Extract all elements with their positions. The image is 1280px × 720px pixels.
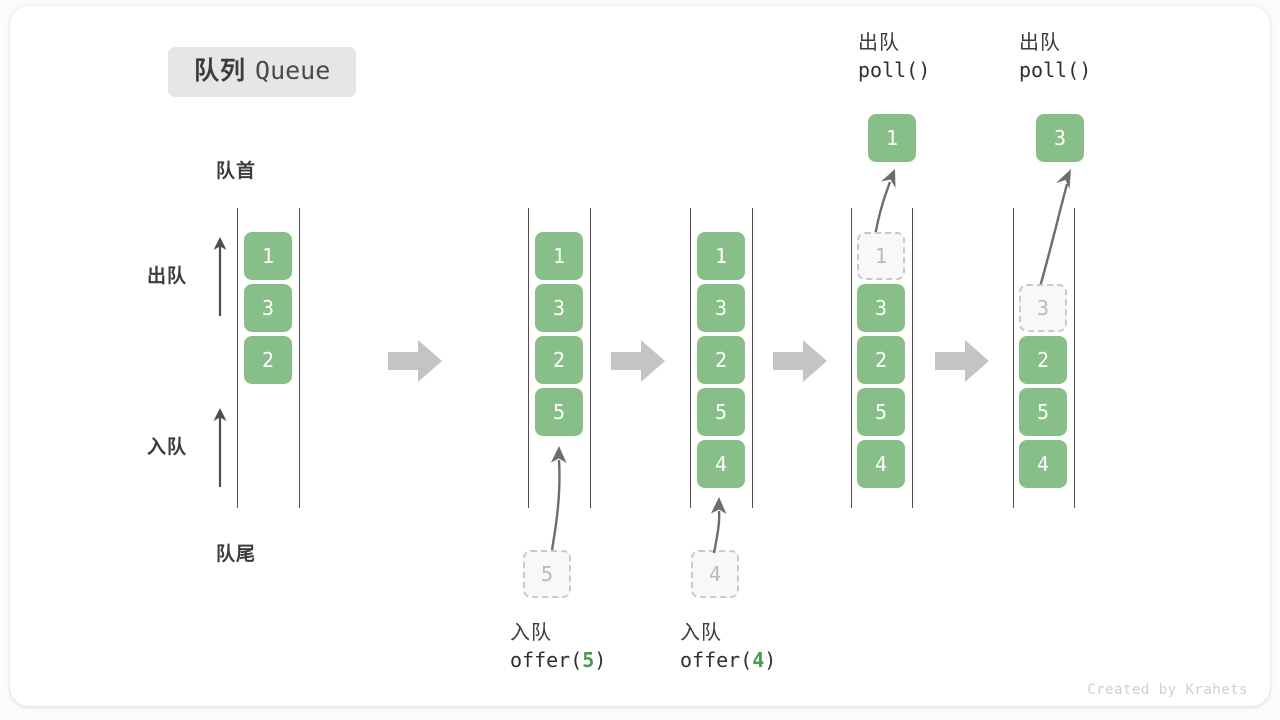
enqueue-direction-label: 入队 xyxy=(147,437,188,458)
operation-code-suffix: ) xyxy=(1079,58,1092,82)
operation-code-prefix: offer( xyxy=(680,648,753,672)
operation-code-prefix: poll( xyxy=(1019,58,1080,82)
credit-text: Created by Krahets xyxy=(1087,682,1248,698)
enqueue-curve-arrow-icon xyxy=(550,446,567,551)
step-arrow xyxy=(611,340,665,382)
operation-label-offer-4: 入队 offer(4) xyxy=(680,620,776,674)
queue-rail-right xyxy=(752,208,753,508)
queue-cell: 2 xyxy=(1019,336,1067,384)
queue-cell: 5 xyxy=(1019,388,1067,436)
queue-cell: 4 xyxy=(1019,440,1067,488)
queue-rail-left xyxy=(528,208,529,508)
dequeue-direction-arrow-icon xyxy=(213,237,227,316)
operation-label-offer-5: 入队 offer(5) xyxy=(510,620,606,674)
title-en: Queue xyxy=(255,56,331,85)
operation-code-suffix: ) xyxy=(764,648,777,672)
operation-code-prefix: poll( xyxy=(858,58,919,82)
diagram-title-badge: 队列 Queue xyxy=(168,47,357,97)
step-arrow xyxy=(773,340,827,382)
step-arrow xyxy=(388,340,442,382)
queue-rail-right xyxy=(912,208,913,508)
polled-result-cell: 1 xyxy=(868,114,916,162)
queue-head-label: 队首 xyxy=(215,161,257,182)
queue-cell-new: 4 xyxy=(697,440,745,488)
queue-cell: 1 xyxy=(244,232,292,280)
queue-rail-left xyxy=(690,208,691,508)
queue-cell-removed: 3 xyxy=(1019,284,1067,332)
queue-cell: 4 xyxy=(857,440,905,488)
queue-cell: 3 xyxy=(244,284,292,332)
queue-cell: 3 xyxy=(697,284,745,332)
operation-code: offer(5) xyxy=(510,647,606,674)
queue-cell: 3 xyxy=(857,284,905,332)
queue-cell: 1 xyxy=(697,232,745,280)
queue-cell: 5 xyxy=(697,388,745,436)
queue-rail-left xyxy=(851,208,852,508)
queue-column-offer-5: 1 3 2 5 xyxy=(528,208,591,508)
queue-rail-right xyxy=(590,208,591,508)
queue-cell: 5 xyxy=(857,388,905,436)
operation-cn: 出队 xyxy=(858,32,900,54)
queue-rail-left xyxy=(237,208,238,508)
operation-code: poll() xyxy=(858,57,930,84)
enqueue-curve-arrow-icon xyxy=(711,497,727,554)
operation-label-poll-3: 出队 poll() xyxy=(1019,30,1091,84)
operation-code-arg: 5 xyxy=(582,648,595,672)
operation-code-suffix: ) xyxy=(594,648,607,672)
queue-cell-removed: 1 xyxy=(857,232,905,280)
operation-label-poll-1: 出队 poll() xyxy=(858,30,930,84)
queue-cell-new: 5 xyxy=(535,388,583,436)
queue-column-initial: 1 3 2 xyxy=(237,208,300,508)
queue-rail-right xyxy=(1074,208,1075,508)
enqueue-direction-arrow-icon xyxy=(213,408,227,487)
incoming-ghost-cell: 5 xyxy=(523,550,571,598)
queue-cell: 2 xyxy=(535,336,583,384)
operation-code: offer(4) xyxy=(680,647,776,674)
queue-cell: 3 xyxy=(535,284,583,332)
dequeue-curve-arrow-icon xyxy=(1037,169,1071,291)
polled-result-cell: 3 xyxy=(1036,114,1084,162)
queue-tail-label: 队尾 xyxy=(215,544,257,565)
queue-column-poll-3: 3 2 5 4 xyxy=(1013,208,1075,508)
operation-code-prefix: offer( xyxy=(510,648,583,672)
queue-cell: 2 xyxy=(857,336,905,384)
incoming-ghost-cell: 4 xyxy=(691,550,739,598)
dequeue-direction-label: 出队 xyxy=(147,266,188,287)
queue-column-offer-4: 1 3 2 5 4 xyxy=(690,208,753,508)
title-cn: 队列 xyxy=(194,57,247,85)
operation-code-suffix: ) xyxy=(918,58,931,82)
queue-rail-left xyxy=(1013,208,1014,508)
operation-cn: 出队 xyxy=(1019,32,1061,54)
operation-code-arg: 4 xyxy=(752,648,765,672)
operation-cn: 入队 xyxy=(510,622,552,644)
step-arrow xyxy=(935,340,989,382)
operation-code: poll() xyxy=(1019,57,1091,84)
queue-cell: 2 xyxy=(244,336,292,384)
queue-cell: 1 xyxy=(535,232,583,280)
queue-column-poll-1: 1 3 2 5 4 xyxy=(851,208,913,508)
operation-cn: 入队 xyxy=(680,622,722,644)
queue-cell: 2 xyxy=(697,336,745,384)
queue-rail-right xyxy=(299,208,300,508)
dequeue-curve-arrow-icon xyxy=(873,169,896,237)
